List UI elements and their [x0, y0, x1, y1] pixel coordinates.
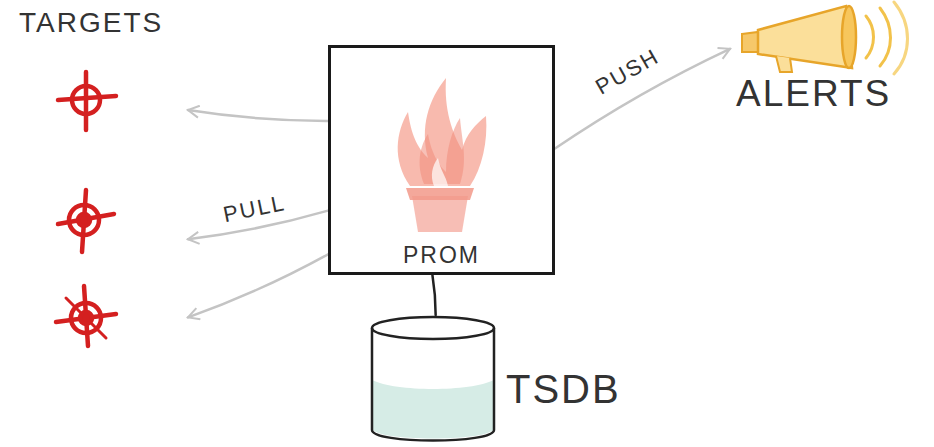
node-title: ALERTS: [736, 74, 934, 115]
target-symbol: [58, 190, 114, 252]
node-title: TARGETS: [19, 8, 188, 39]
megaphone-icon: [742, 2, 908, 74]
alert-target: ALERTS: [730, 0, 934, 122]
link-line: [432, 275, 435, 315]
prometheus-box: PROM: [328, 45, 555, 275]
target-symbol: [56, 286, 116, 346]
flow-arrow: [188, 254, 328, 317]
target-group: TARGETS: [15, 8, 188, 348]
node-title: PROM: [403, 243, 480, 268]
flame-logo: [398, 78, 487, 232]
target-symbol: [58, 72, 116, 130]
edge-label: PULL: [218, 190, 290, 228]
edge-label: PUSH: [589, 43, 666, 101]
tsdb-store: TSDB: [366, 315, 624, 445]
database-cylinder: [372, 317, 494, 441]
node-title: TSDB: [506, 367, 624, 411]
flow-arrow: [188, 110, 328, 121]
